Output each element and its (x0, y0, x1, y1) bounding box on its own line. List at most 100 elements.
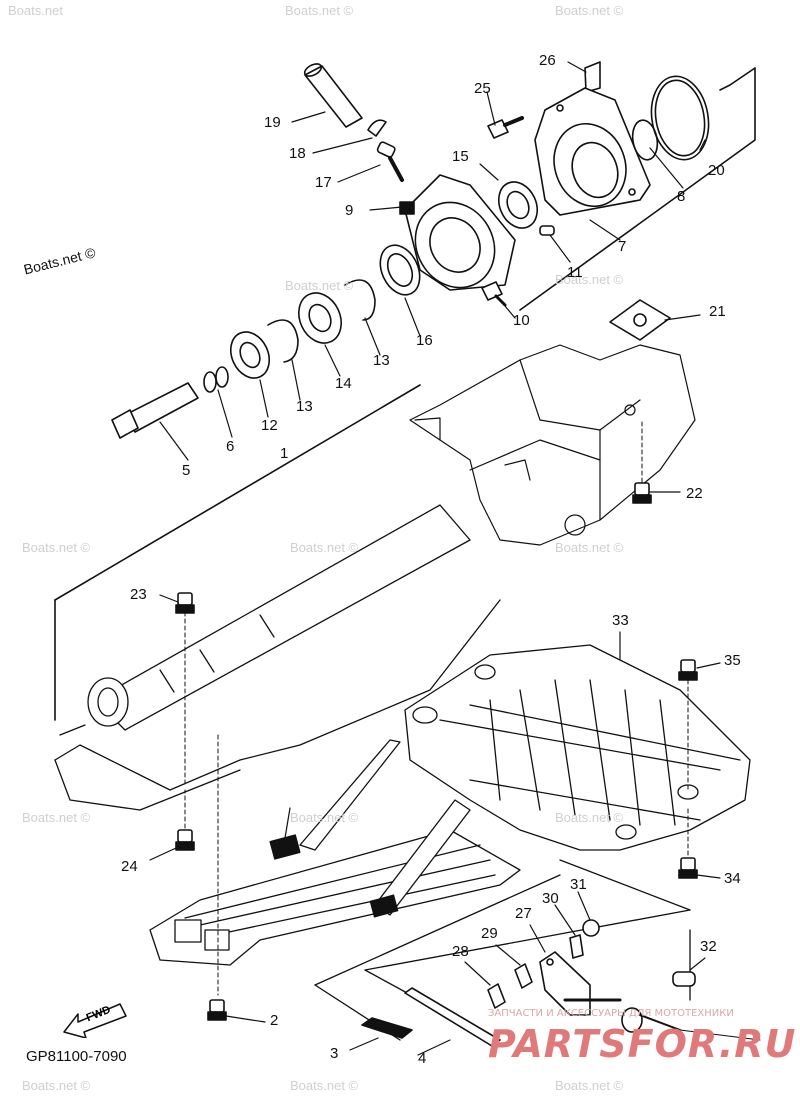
callout-number: 20 (708, 162, 725, 179)
callout-number: 18 (289, 145, 306, 162)
callout-number: 29 (481, 925, 498, 942)
plate-30 (569, 934, 584, 959)
circlip-13a (344, 279, 376, 321)
callout-number: 8 (677, 188, 686, 205)
bolt-2 (207, 999, 227, 1021)
callout-number: 24 (121, 858, 138, 875)
pin-11 (539, 225, 555, 236)
callout-number: 34 (724, 870, 741, 887)
floor-outline (54, 599, 501, 811)
strip-4 (404, 987, 501, 1047)
watermark-boats: Boats.net © (555, 3, 624, 18)
callout-number: 28 (452, 943, 469, 960)
o-ring-8 (631, 119, 659, 161)
callout-number: 21 (709, 303, 726, 320)
shaft-5 (111, 382, 199, 439)
callout-number: 19 (264, 114, 281, 131)
circlip-13b (267, 319, 299, 363)
callout-number: 33 (612, 612, 629, 629)
o-ring-20 (650, 75, 710, 161)
bracket-26 (584, 61, 601, 93)
strip-3 (361, 1017, 413, 1039)
callout-number: 23 (130, 586, 147, 603)
fwd-arrow: FWD (60, 998, 132, 1039)
watermark-boats: Boats.net © (290, 1078, 359, 1093)
brand-subtitle: ЗАПЧАСТИ И АКСЕССУАРЫ ДЛЯ МОТОТЕХНИКИ (488, 1008, 734, 1019)
plate-28 (487, 983, 506, 1009)
pipe-19 (303, 63, 363, 128)
callout-leaders (149, 61, 721, 1056)
bolt-22 (632, 482, 652, 504)
brand-watermark: ЗАПЧАСТИ И АКСЕССУАРЫ ДЛЯ МОТОТЕХНИКИ PA… (488, 1008, 797, 1066)
part-code: GP81100-7090 (26, 1048, 127, 1065)
upper-frame (54, 67, 756, 721)
watermark-boats: Boats.net © (22, 810, 91, 825)
watermark-boats: Boats.net © (555, 540, 624, 555)
callout-number: 30 (542, 890, 559, 907)
callout-number: 27 (515, 905, 532, 922)
watermark-boats: Boats.net © (285, 278, 354, 293)
watermark-boats: Boats.net © (22, 1078, 91, 1093)
intake-grate-33 (404, 644, 751, 851)
watermark-boats: Boats.net © (22, 540, 91, 555)
nut-31 (582, 919, 600, 937)
callout-number: 13 (373, 352, 390, 369)
callout-number: 31 (570, 876, 587, 893)
bearing-12 (229, 331, 271, 379)
callout-number: 16 (416, 332, 433, 349)
watermark-boats: Boats.net (8, 3, 63, 18)
intake-duct (149, 739, 521, 966)
callout-number: 14 (335, 375, 352, 392)
callout-number: 5 (182, 462, 191, 479)
callout-number: 11 (567, 264, 583, 281)
callout-number: 3 (330, 1045, 339, 1062)
drive-shaft-tube (87, 504, 471, 731)
watermark-boats: Boats.net © (555, 1078, 624, 1093)
callout-number: 26 (539, 52, 556, 69)
fwd-arrow-icon (63, 1003, 127, 1039)
bolt-34 (678, 857, 698, 879)
o-ring-6b (215, 366, 229, 388)
callout-number: 13 (296, 398, 313, 415)
callout-number: 15 (452, 148, 469, 165)
watermark-boats: Boats.net © (555, 810, 624, 825)
callout-number: 10 (513, 312, 530, 329)
housing-9 (399, 174, 516, 291)
callout-number: 7 (618, 238, 627, 255)
bolt-24 (175, 829, 195, 851)
callout-number: 25 (474, 80, 491, 97)
callout-number: 12 (261, 417, 278, 434)
callout-number: 6 (226, 438, 235, 455)
plate-21 (609, 299, 671, 341)
main-housing (409, 344, 696, 546)
bolt-17 (376, 141, 404, 182)
bolt-25 (487, 116, 524, 139)
callout-number: 1 (280, 445, 289, 462)
bracket-27 (539, 951, 622, 1016)
callout-number: 4 (418, 1050, 427, 1067)
o-ring-6a (203, 371, 217, 393)
callout-number: 2 (270, 1012, 279, 1029)
sleeve-32 (672, 971, 696, 987)
callout-number: 35 (724, 652, 741, 669)
callout-number: 32 (700, 938, 717, 955)
callout-number: 22 (686, 485, 703, 502)
bearing-15 (497, 181, 539, 229)
bolt-23 (175, 592, 195, 614)
callout-number: 9 (345, 202, 354, 219)
bolt-35 (678, 659, 698, 681)
brand-logo: PARTSFOR.RU (488, 1022, 797, 1066)
seal-16 (379, 244, 421, 296)
speed-sensor (621, 1007, 761, 1041)
watermark-boats: Boats.net © (290, 810, 359, 825)
housing-7 (534, 87, 651, 216)
clip-18 (367, 119, 387, 137)
callout-number: 17 (315, 174, 332, 191)
watermark-boats: Boats.net © (555, 272, 624, 287)
bearing-14 (298, 292, 342, 344)
leader-lines (184, 419, 689, 996)
plate-29 (514, 963, 533, 989)
watermark-boats: Boats.net © (290, 540, 359, 555)
